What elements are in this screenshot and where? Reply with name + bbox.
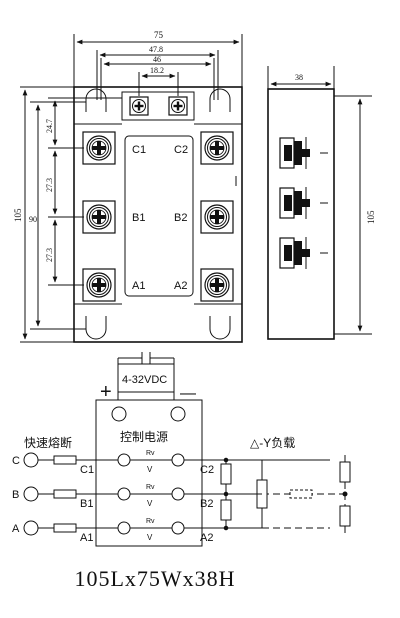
phase-row-a: A Rv V A1 A2 (12, 518, 330, 544)
rv-a: Rv (146, 518, 155, 525)
v-c: V (147, 465, 153, 474)
left-dimensions: 105 90 24.7 27.3 27.3 (13, 86, 122, 343)
control-supply-label: 控制电源 (120, 430, 168, 444)
supply-voltage: 4-32VDC (122, 374, 167, 386)
top-left-mount-slot (85, 88, 107, 112)
term-a2: A2 (200, 532, 213, 544)
fuse-b (53, 489, 77, 499)
v-b: V (147, 499, 153, 508)
dim-pitch-24-7: 24.7 (45, 119, 54, 133)
top-dimensions: 75 47.8 46 18.2 (73, 30, 243, 100)
label-b2: B2 (174, 212, 187, 224)
terminal-c1-screw (82, 131, 116, 165)
control-terminals (121, 91, 195, 121)
front-body-outline (73, 86, 243, 343)
phase-row-c: C Rv V C1 C2 (12, 450, 330, 476)
delta-load (220, 457, 268, 531)
minus-sign: — (180, 385, 196, 402)
phase-b-label: B (12, 489, 19, 501)
phase-c-label: C (12, 455, 20, 467)
term-a1: A1 (80, 532, 93, 544)
phase-a-label: A (12, 523, 20, 535)
control-terminal-plus (111, 406, 127, 422)
control-terminal-minus (170, 406, 186, 422)
v-a: V (147, 533, 153, 542)
fuse-c (53, 455, 77, 465)
dim-height-90: 90 (29, 215, 37, 224)
label-c1: C1 (132, 144, 146, 156)
label-c2: C2 (174, 144, 188, 156)
bottom-right-mount-slot (209, 316, 231, 340)
dim-width-47-8: 47.8 (149, 45, 163, 54)
term-c1: C1 (80, 464, 94, 476)
wiring-schematic: 4-32VDC + — 控制电源 C Rv V C1 C2 (12, 352, 351, 547)
rv-b: Rv (146, 484, 155, 491)
terminal-a1-screw (82, 268, 116, 302)
plus-sign: + (100, 381, 112, 403)
phase-row-b: B Rv V B1 B2 (12, 484, 344, 510)
top-right-mount-slot (209, 88, 231, 112)
front-view: C1 C2 B1 B2 A1 A2 (73, 86, 243, 343)
fuse-label: 快速熔断 (24, 435, 72, 450)
dim-side-38: 38 (295, 73, 303, 82)
load-label: △-Y负载 (250, 436, 295, 450)
size-caption: 105Lx75Wx38H (74, 566, 236, 591)
terminal-b1-screw (82, 200, 116, 234)
front-center-panel (124, 135, 194, 297)
dim-width-18-2: 18.2 (150, 66, 164, 75)
wye-load (289, 455, 351, 533)
supply-box (117, 363, 175, 393)
term-c2: C2 (200, 464, 214, 476)
dim-side-height-105: 105 (366, 210, 376, 224)
label-a1: A1 (132, 280, 145, 292)
terminal-c2-screw (200, 131, 234, 165)
bottom-left-mount-slot (85, 316, 107, 340)
terminal-b2-screw (200, 200, 234, 234)
side-view: 38 105 (267, 66, 376, 340)
term-b2: B2 (200, 498, 213, 510)
fuse-a (53, 523, 77, 533)
terminal-a2-screw (200, 268, 234, 302)
rv-c: Rv (146, 450, 155, 457)
label-b1: B1 (132, 212, 145, 224)
relay-body (95, 399, 203, 547)
dim-width-46: 46 (153, 55, 161, 64)
dim-pitch-27-3-b: 27.3 (45, 248, 54, 262)
dim-height-105: 105 (13, 208, 23, 222)
dim-pitch-27-3-a: 27.3 (45, 178, 54, 192)
side-body-outline (267, 88, 335, 340)
term-b1: B1 (80, 498, 93, 510)
dim-width-75: 75 (154, 30, 164, 40)
label-a2: A2 (174, 280, 187, 292)
